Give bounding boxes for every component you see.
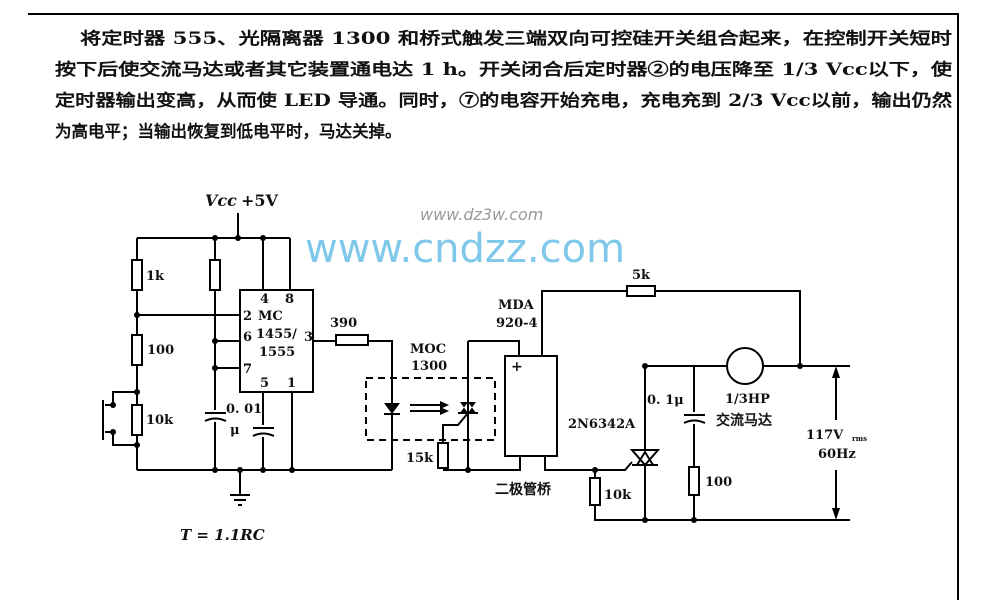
resistor-10k-right [589,477,601,506]
bridge-caption: 二极管桥 [495,481,552,498]
junction-dots-left [134,235,295,473]
resistor-390-label: 390 [330,316,357,331]
paragraph-line-3: 定时器输出变高，从而使 LED 导通。同时，⑦的电容开始充电，充电充到 2/3 … [55,90,953,110]
capacitor-left [204,410,227,422]
junction-dots-right [592,363,803,523]
pin-6: 6 [243,330,252,345]
capacitor-right [683,412,706,424]
mains-label-1: 117V [806,428,844,443]
paragraph-line-4: 为高电平；当输出恢复到低电平时，马达关掉。 [55,121,402,141]
supply-label: +5V [241,191,279,210]
optocoupler-box [365,377,496,441]
resistor-100-right-label: 100 [705,475,732,490]
moc-label-2: 1300 [411,359,447,374]
mains-rms: rms [852,434,867,443]
frame-border [28,13,959,600]
motor-icon [726,347,764,385]
pin-3: 3 [304,330,313,345]
power-wires [541,290,850,521]
output-wire [313,340,393,470]
pin-4: 4 [260,292,269,307]
resistor-timing [209,259,221,291]
resistor-15k [437,442,449,469]
resistor-5k [626,285,656,297]
moc-triac-icon [442,402,478,445]
pin-1: 1 [287,376,296,391]
led-icon [384,403,400,415]
voltage-arrow-icon [832,366,840,520]
motor-label-2: 交流马达 [716,412,772,429]
paragraph-line-1: 将定时器 555、光隔离器 1300 和桥式触发三端双向可控硅开关组合起来，在控… [80,28,953,48]
resistor-15k-label: 15k [406,451,434,466]
formula: T = 1.1RC [180,526,265,544]
watermark-small: www.dz3w.com [420,205,543,224]
pin-8: 8 [285,292,294,307]
pin-2: 2 [243,309,252,324]
resistor-10k-left [131,404,143,436]
bridge-label-2: 920-4 [496,316,538,331]
capacitor-left-value: 0. 01 [226,402,262,417]
diode-bridge [504,355,558,457]
light-arrow-icon [410,401,449,415]
mains-label-2: 60Hz [818,447,856,462]
watermark-main: www.cndzz.com [305,226,625,272]
resistor-1k [131,259,143,291]
vcc-label: Vcc [205,191,237,210]
capacitor-left-unit: μ [230,423,240,438]
paragraph-line-2: 按下后使交流马达或者其它装置通电达 1 h。开关闭合后定时器②的电压降至 1/3… [55,59,953,79]
capacitor-right-label: 0. 1μ [647,393,684,408]
resistor-5k-label: 5k [632,268,651,283]
ic-name-3: 1555 [259,345,295,360]
bridge-plus: + [511,359,523,375]
resistor-10k-left-label: 10k [146,413,174,428]
resistor-1k-label: 1k [146,269,165,284]
resistor-10k-right-label: 10k [604,488,632,503]
resistor-100-right [688,466,700,496]
motor-label-1: 1/3HP [725,392,770,407]
triac-icon [629,449,661,467]
switch-icon [110,402,116,435]
pin-5: 5 [260,376,269,391]
moc-label-1: MOC [410,342,446,357]
ic-name-2: 1455/ [256,327,297,342]
ic-name-1: MC [258,309,283,324]
resistor-100-left-label: 100 [147,343,174,358]
pin-7: 7 [243,362,252,377]
capacitor-pin5 [252,425,275,437]
resistor-390 [335,334,369,346]
triac-label: 2N6342A [568,417,636,432]
bridge-label-1: MDA [498,298,535,313]
resistor-100-left [131,334,143,366]
